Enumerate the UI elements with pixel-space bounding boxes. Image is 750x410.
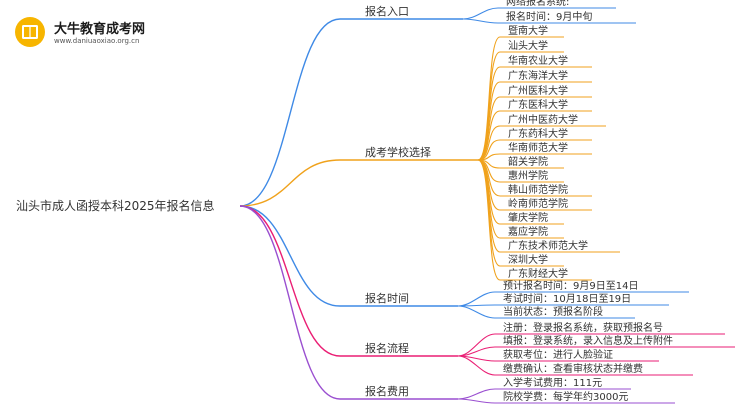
leaf-item: 岭南师范学院 — [508, 197, 568, 210]
logo-url: www.daniuaoxiao.org.cn — [54, 37, 140, 45]
leaf-item: 华南农业大学 — [508, 54, 568, 67]
leaf-connector — [477, 159, 501, 281]
leaf-item: 广东药科大学 — [508, 127, 568, 140]
logo-name: 大牛教育成考网 — [54, 22, 146, 37]
branch-label: 报名入口 — [365, 4, 409, 18]
leaf-connector — [457, 388, 496, 400]
leaf-connector — [457, 333, 496, 357]
leaf-item: 韶关学院 — [508, 155, 548, 168]
leaf-item: 暨南大学 — [508, 24, 548, 37]
branch-label: 报名流程 — [365, 341, 409, 355]
leaf-item: 预计报名时间：9月9日至14日 — [503, 279, 638, 292]
leaf-item: 广东医科大学 — [508, 98, 568, 111]
branch-connector — [239, 205, 341, 307]
leaf-connector — [477, 66, 501, 161]
leaf-connector — [457, 305, 496, 319]
leaf-item: 网络报名系统: — [506, 0, 569, 8]
leaf-item: 当前状态：预报名阶段 — [503, 305, 603, 318]
branch-2: 成考学校选择 暨南大学汕头大学华南农业大学广东海洋大学广州医科大学广东医科大学广州… — [239, 24, 620, 281]
leaf-item: 广东技术师范大学 — [508, 239, 588, 252]
branch-label: 报名费用 — [365, 384, 409, 398]
branch-4: 报名流程 注册：登录报名系统，获取预报名号填报：登录系统，录入信息及上传附件获取考… — [239, 205, 735, 376]
leaf-connector — [477, 125, 501, 161]
leaf-item: 肇庆学院 — [508, 211, 548, 224]
branch-1: 报名入口 网络报名系统: 报名时间：9月中旬 — [239, 0, 636, 207]
leaf-item: 注册：登录报名系统，获取预报名号 — [503, 321, 663, 334]
branch-connector — [239, 205, 341, 400]
leaf-item: 获取考位：进行人脸验证 — [503, 348, 613, 361]
leaf-connector — [457, 291, 496, 307]
leaf-item: 考试时间：10月18日至19日 — [503, 292, 631, 305]
branch-label: 成考学校选择 — [365, 145, 431, 159]
leaf-item: 广东海洋大学 — [508, 69, 568, 82]
leaf-item: 广州医科大学 — [508, 84, 568, 97]
leaf-connector — [462, 18, 499, 24]
leaf-connector — [457, 398, 496, 404]
book-logo-icon — [15, 17, 45, 47]
leaf-connector — [462, 7, 499, 20]
site-logo[interactable]: 大牛教育成考网 www.daniuaoxiao.org.cn — [14, 14, 164, 50]
leaf-item: 报名时间：9月中旬 — [506, 10, 592, 23]
branch-connector — [239, 18, 341, 207]
leaf-item: 汕头大学 — [508, 39, 548, 52]
leaf-item: 广东财经大学 — [508, 267, 568, 280]
leaf-item: 嘉应学院 — [508, 225, 548, 238]
leaf-item: 深圳大学 — [508, 253, 548, 266]
leaf-item: 广州中医药大学 — [508, 113, 578, 126]
leaf-item: 华南师范大学 — [508, 141, 568, 154]
leaf-item: 院校学费：每学年约3000元 — [503, 390, 628, 403]
leaf-item: 缴费确认：查看审核状态并缴费 — [503, 362, 643, 375]
branch-3: 报名时间 预计报名时间：9月9日至14日考试时间：10月18日至19日当前状态：预… — [239, 205, 689, 319]
branch-connector — [239, 205, 341, 357]
leaf-item: 惠州学院 — [508, 169, 548, 182]
leaf-item: 韩山师范学院 — [508, 183, 568, 196]
branch-connector — [239, 159, 341, 207]
branch-label: 报名时间 — [365, 291, 409, 305]
leaf-item: 填报：登录系统，录入信息及上传附件 — [503, 334, 673, 347]
root-topic: 汕头市成人函授本科2025年报名信息 — [16, 198, 215, 213]
leaf-item: 入学考试费用：111元 — [503, 376, 602, 389]
leaf-connector — [457, 355, 496, 376]
